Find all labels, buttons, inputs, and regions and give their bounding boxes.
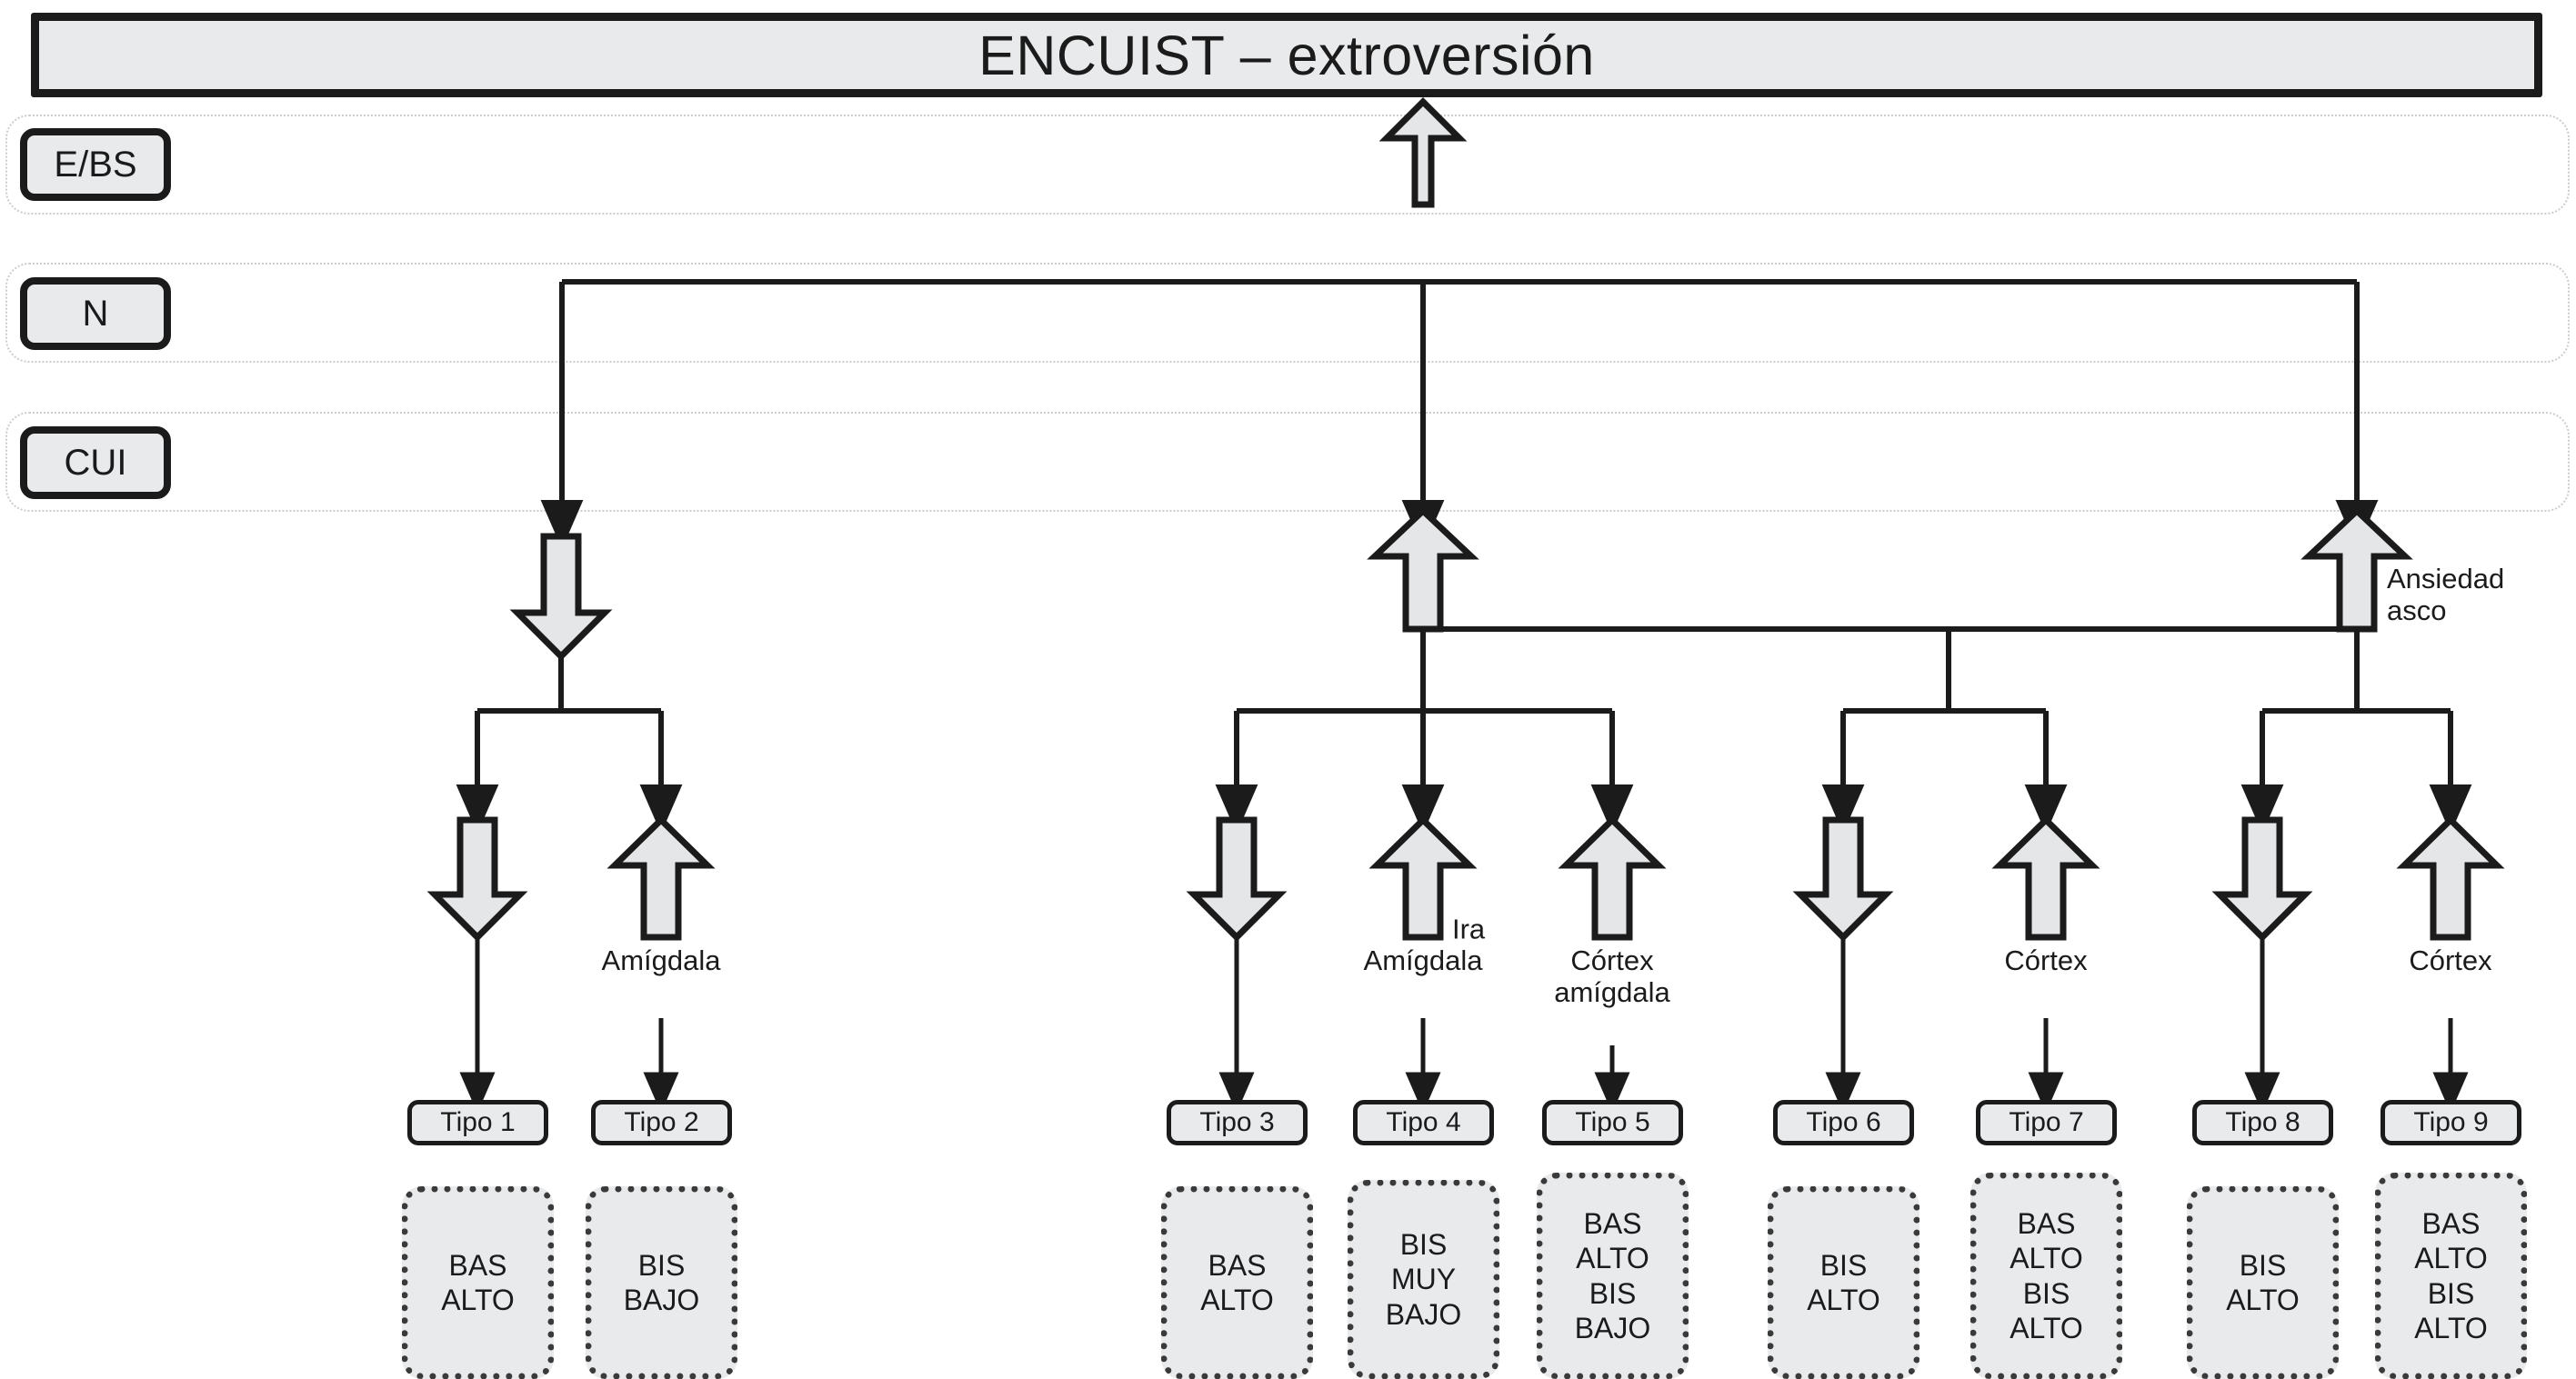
level-label-ebs-text: E/BS: [54, 144, 137, 185]
block-arrow-down-cui-3: [1186, 816, 1288, 942]
edge-label-amigdala-2: Amígdala: [1363, 944, 1483, 976]
block-arrow-up-cui-9: [2396, 815, 2505, 941]
type-box-tipo9[interactable]: Tipo 9: [2381, 1100, 2521, 1145]
descriptor-tipo9-text: BAS ALTO BIS ALTO: [2414, 1206, 2488, 1344]
block-arrow-down-cui-8: [2211, 816, 2313, 942]
band-ebs: [5, 115, 2570, 215]
level-label-cui: CUI: [20, 426, 171, 499]
block-arrow-up-cui-5: [1558, 815, 1667, 941]
block-arrow-down-cui-6: [1792, 816, 1894, 942]
branch-tipo345: [1215, 629, 1634, 834]
type-box-tipo7-label: Tipo 7: [2009, 1107, 2084, 1137]
type-box-tipo4[interactable]: Tipo 4: [1353, 1100, 1494, 1145]
descriptor-tipo2-text: BIS BAJO: [623, 1248, 700, 1316]
diagram-title-box: ENCUIST – extroversión: [31, 13, 2542, 97]
edge-label-cortex-1: Córtex: [2004, 944, 2088, 976]
type-box-tipo1-label: Tipo 1: [440, 1107, 516, 1137]
edge-label-cortex-2: Córtex: [2409, 944, 2492, 976]
descriptor-tipo8-text: BIS ALTO: [2226, 1248, 2300, 1316]
branch-tipo89: [2240, 629, 2472, 834]
page-title: ENCUIST – extroversión: [978, 24, 1595, 86]
block-arrow-up-cui-7: [1991, 815, 2100, 941]
band-cui: [5, 412, 2570, 512]
type-box-tipo3-label: Tipo 3: [1199, 1107, 1275, 1137]
type-box-tipo8[interactable]: Tipo 8: [2192, 1100, 2333, 1145]
descriptor-box-tipo6: BIS ALTO: [1768, 1186, 1919, 1379]
type-box-tipo5-label: Tipo 5: [1575, 1107, 1650, 1137]
descriptor-box-tipo9: BAS ALTO BIS ALTO: [2375, 1173, 2527, 1379]
edge-label-ira: Ira: [1452, 913, 1486, 945]
block-arrow-up-cui-2: [606, 815, 716, 941]
type-box-tipo9-label: Tipo 9: [2413, 1107, 2489, 1137]
descriptor-box-tipo3: BAS ALTO: [1161, 1186, 1313, 1379]
descriptor-box-tipo4: BIS MUY BAJO: [1348, 1180, 1499, 1379]
descriptor-tipo1-text: BAS ALTO: [441, 1248, 515, 1316]
type-box-tipo2-label: Tipo 2: [624, 1107, 699, 1137]
type-box-tipo1[interactable]: Tipo 1: [407, 1100, 548, 1145]
block-arrow-up-n-middle: [1367, 506, 1479, 633]
level-label-cui-text: CUI: [64, 442, 127, 483]
edge-label-amigdala-1: Amígdala: [601, 944, 721, 976]
descriptor-tipo3-text: BAS ALTO: [1200, 1248, 1274, 1316]
level-label-n-text: N: [82, 293, 109, 334]
descriptor-box-tipo5: BAS ALTO BIS BAJO: [1537, 1173, 1689, 1379]
type-box-tipo6[interactable]: Tipo 6: [1773, 1100, 1914, 1145]
band-n: [5, 263, 2570, 363]
descriptor-box-tipo1: BAS ALTO: [402, 1186, 554, 1379]
type-box-tipo2[interactable]: Tipo 2: [591, 1100, 732, 1145]
descriptor-tipo4-text: BIS MUY BAJO: [1385, 1227, 1462, 1331]
descriptor-tipo6-text: BIS ALTO: [1807, 1248, 1880, 1316]
type-box-tipo3[interactable]: Tipo 3: [1167, 1100, 1308, 1145]
edge-label-ansiedad-asco: Ansiedad asco: [2387, 563, 2505, 626]
type-box-tipo4-label: Tipo 4: [1386, 1107, 1461, 1137]
descriptor-box-tipo7: BAS ALTO BIS ALTO: [1970, 1173, 2122, 1379]
branch-tipo67: [1821, 708, 2068, 834]
block-arrow-down-cui-1: [426, 816, 528, 942]
type-box-tipo8-label: Tipo 8: [2225, 1107, 2300, 1137]
type-box-tipo6-label: Tipo 6: [1806, 1107, 1881, 1137]
descriptor-tipo7-text: BAS ALTO BIS ALTO: [2010, 1206, 2083, 1344]
descriptor-tipo5-text: BAS ALTO BIS BAJO: [1574, 1206, 1651, 1344]
branch-tipo12: [456, 656, 683, 834]
block-arrow-down-n-left: [509, 533, 613, 661]
descriptor-box-tipo2: BIS BAJO: [586, 1186, 737, 1379]
edge-label-cortex-amigdala: Córtex amígdala: [1554, 944, 1670, 1008]
type-box-tipo5[interactable]: Tipo 5: [1542, 1100, 1683, 1145]
level-label-ebs: E/BS: [20, 128, 171, 201]
level-label-n: N: [20, 277, 171, 350]
type-box-tipo7[interactable]: Tipo 7: [1976, 1100, 2117, 1145]
descriptor-box-tipo8: BIS ALTO: [2187, 1186, 2339, 1379]
n-spine: [1423, 626, 2357, 711]
